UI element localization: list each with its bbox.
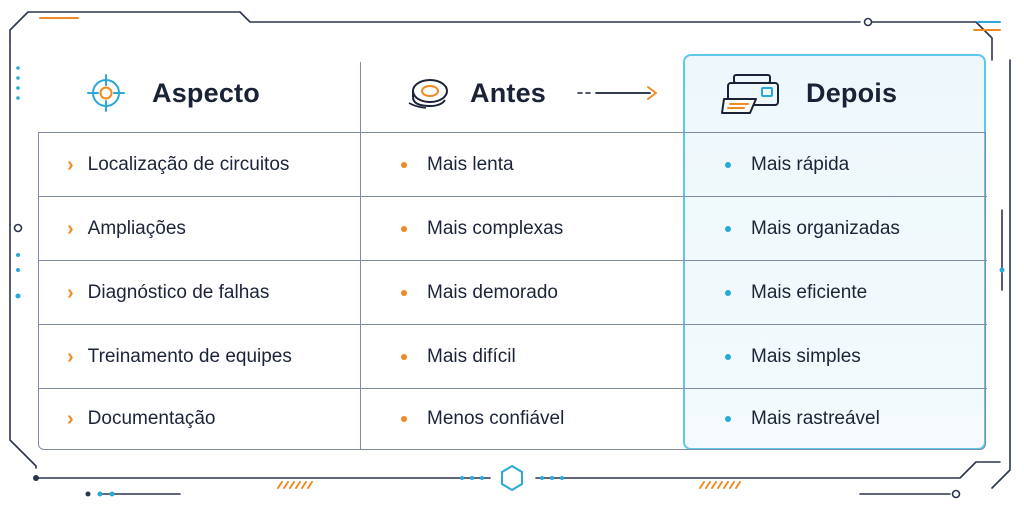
cell-antes: Mais difícil: [361, 325, 685, 389]
printer-icon: [720, 69, 784, 117]
bullet-dot-icon: [401, 162, 407, 168]
comparison-table: Aspecto Antes: [38, 54, 987, 450]
table-row: › Treinamento de equipes Mais difícil Ma…: [39, 325, 987, 389]
bullet-dot-icon: [725, 354, 731, 360]
cell-text: Documentação: [87, 408, 216, 429]
cell-aspecto: › Treinamento de equipes: [39, 325, 361, 389]
cell-text: Menos confiável: [427, 408, 565, 429]
bullet-dot-icon: [725, 416, 731, 422]
cell-text: Mais difícil: [427, 346, 516, 367]
table-row: › Documentação Menos confiável Mais rast…: [39, 389, 987, 449]
cell-text: Mais demorado: [427, 282, 558, 303]
cell-text: Ampliações: [87, 218, 186, 239]
chevron-right-icon: ›: [67, 153, 74, 176]
table-header: Aspecto Antes: [38, 54, 986, 132]
chevron-right-icon: ›: [67, 281, 74, 304]
cell-aspecto: › Documentação: [39, 389, 361, 449]
cell-text: Mais eficiente: [751, 282, 868, 303]
cell-depois: Mais eficiente: [685, 261, 987, 325]
cell-depois: Mais rastreável: [685, 389, 987, 449]
cell-antes: Mais complexas: [361, 197, 685, 261]
bullet-dot-icon: [725, 226, 731, 232]
bullet-dot-icon: [725, 290, 731, 296]
cell-text: Mais rastreável: [751, 408, 880, 429]
cell-text: Localização de circuitos: [87, 154, 290, 175]
chevron-right-icon: ›: [67, 217, 74, 240]
crosshair-target-icon: [86, 73, 126, 113]
bullet-dot-icon: [401, 354, 407, 360]
chevron-right-icon: ›: [67, 407, 74, 430]
cell-depois: Mais rápida: [685, 133, 987, 197]
cell-antes: Mais lenta: [361, 133, 685, 197]
cell-text: Mais organizadas: [751, 218, 900, 239]
header-depois: Depois: [684, 54, 986, 132]
cell-aspecto: › Ampliações: [39, 197, 361, 261]
depois-highlight-column: [683, 54, 986, 450]
cell-aspecto: › Diagnóstico de falhas: [39, 261, 361, 325]
cell-aspecto: › Localização de circuitos: [39, 133, 361, 197]
cell-text: Mais rápida: [751, 154, 850, 175]
header-title-aspecto: Aspecto: [152, 77, 260, 108]
bullet-dot-icon: [401, 290, 407, 296]
cell-depois: Mais organizadas: [685, 197, 987, 261]
cell-antes: Mais demorado: [361, 261, 685, 325]
cell-text: Mais complexas: [427, 218, 564, 239]
tape-roll-icon: [406, 75, 450, 111]
header-title-depois: Depois: [806, 77, 898, 108]
chevron-right-icon: ›: [67, 345, 74, 368]
cell-text: Treinamento de equipes: [87, 346, 292, 367]
bullet-dot-icon: [725, 162, 731, 168]
cell-text: Mais simples: [751, 346, 861, 367]
arrow-right-icon: [576, 85, 660, 101]
header-antes: Antes: [360, 54, 684, 132]
cell-depois: Mais simples: [685, 325, 987, 389]
cell-text: Diagnóstico de falhas: [87, 282, 270, 303]
header-title-antes: Antes: [470, 77, 547, 108]
table-row: › Localização de circuitos Mais lenta Ma…: [39, 133, 987, 197]
cell-text: Mais lenta: [427, 154, 514, 175]
cell-antes: Menos confiável: [361, 389, 685, 449]
bullet-dot-icon: [401, 226, 407, 232]
bullet-dot-icon: [401, 416, 407, 422]
table-body: › Localização de circuitos Mais lenta Ma…: [38, 132, 987, 450]
table-row: › Ampliações Mais complexas Mais organiz…: [39, 197, 987, 261]
table-row: › Diagnóstico de falhas Mais demorado Ma…: [39, 261, 987, 325]
column-divider: [360, 62, 361, 450]
header-aspecto: Aspecto: [38, 54, 360, 132]
